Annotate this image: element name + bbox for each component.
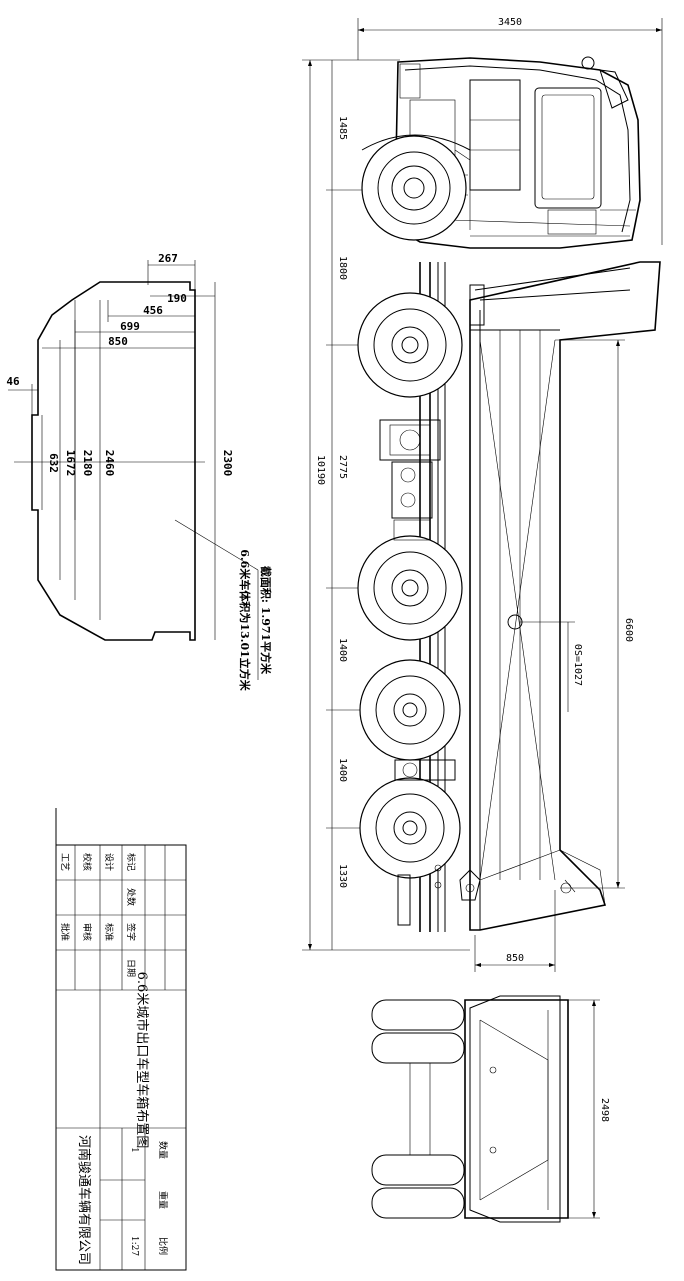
wheel-axle-2: [357, 292, 463, 398]
overall-width-dimension: 3450: [357, 17, 663, 245]
dim-1330: 1330: [337, 864, 348, 888]
label-weight: 重量: [157, 1191, 169, 1209]
body-cross-section: 267 190 456 699 850 46 632 1672 2180 246…: [6, 252, 273, 692]
label-date: 日期: [125, 959, 136, 977]
wheel-axle-3: [357, 535, 463, 641]
dim-46: 46: [6, 375, 20, 388]
dim-456: 456: [143, 304, 163, 317]
dim-6600: 6600: [623, 618, 634, 642]
dim-os-1027: 0S=1027: [572, 644, 583, 686]
dim-1400-a: 1400: [337, 638, 348, 662]
truck-side-view: 6600 0S=1027: [357, 56, 661, 972]
label-process: 工艺: [59, 853, 70, 871]
dim-850-section: 850: [108, 335, 128, 348]
label-design: 设计: [103, 853, 115, 871]
dim-2460: 2460: [103, 450, 116, 477]
dim-1485: 1485: [337, 116, 348, 140]
label-scale: 比例: [157, 1237, 169, 1255]
dim-1800: 1800: [337, 256, 348, 280]
dim-850-rear: 850: [506, 953, 524, 964]
label-quantity: 数量: [157, 1141, 169, 1159]
label-count: 处数: [125, 888, 137, 906]
label-approve: 批准: [59, 923, 71, 941]
dim-632: 632: [47, 453, 60, 473]
rear-view: 2498: [371, 995, 610, 1223]
section-area-note: 截面积: 1.971平方米: [259, 566, 273, 675]
dim-699: 699: [120, 320, 140, 333]
dim-3450: 3450: [498, 17, 522, 28]
scale-value: 1:27: [129, 1236, 139, 1256]
volume-note: 6.6米车体积为13.01立方米: [238, 549, 252, 692]
title-block: 标记 处数 签字 日期 设计 标准 校核 审核 工艺 批准 6.6米城市出口车型…: [55, 808, 187, 1271]
company-name: 河南骏通车辆有限公司: [76, 1135, 92, 1265]
label-standard: 标准: [103, 923, 115, 941]
label-review: 审核: [81, 923, 93, 941]
dim-267: 267: [158, 252, 178, 265]
label-signature: 签字: [125, 923, 137, 941]
dim-10190: 10190: [315, 455, 326, 485]
quantity-value: 1: [129, 1147, 139, 1153]
dim-2180: 2180: [81, 450, 94, 477]
dim-2300: 2300: [221, 450, 234, 477]
wheel-axle-4: [359, 659, 461, 761]
label-proofread: 校核: [81, 853, 93, 871]
dim-190: 190: [167, 292, 187, 305]
dim-1672: 1672: [64, 450, 77, 477]
dim-2498: 2498: [599, 1098, 610, 1122]
drawing-title: 6.6米城市出口车型车箱布置图: [134, 972, 150, 1149]
label-mark: 标记: [125, 853, 137, 871]
dim-2775: 2775: [337, 455, 348, 479]
dim-1400-b: 1400: [337, 758, 348, 782]
wheel-axle-5: [359, 777, 461, 879]
